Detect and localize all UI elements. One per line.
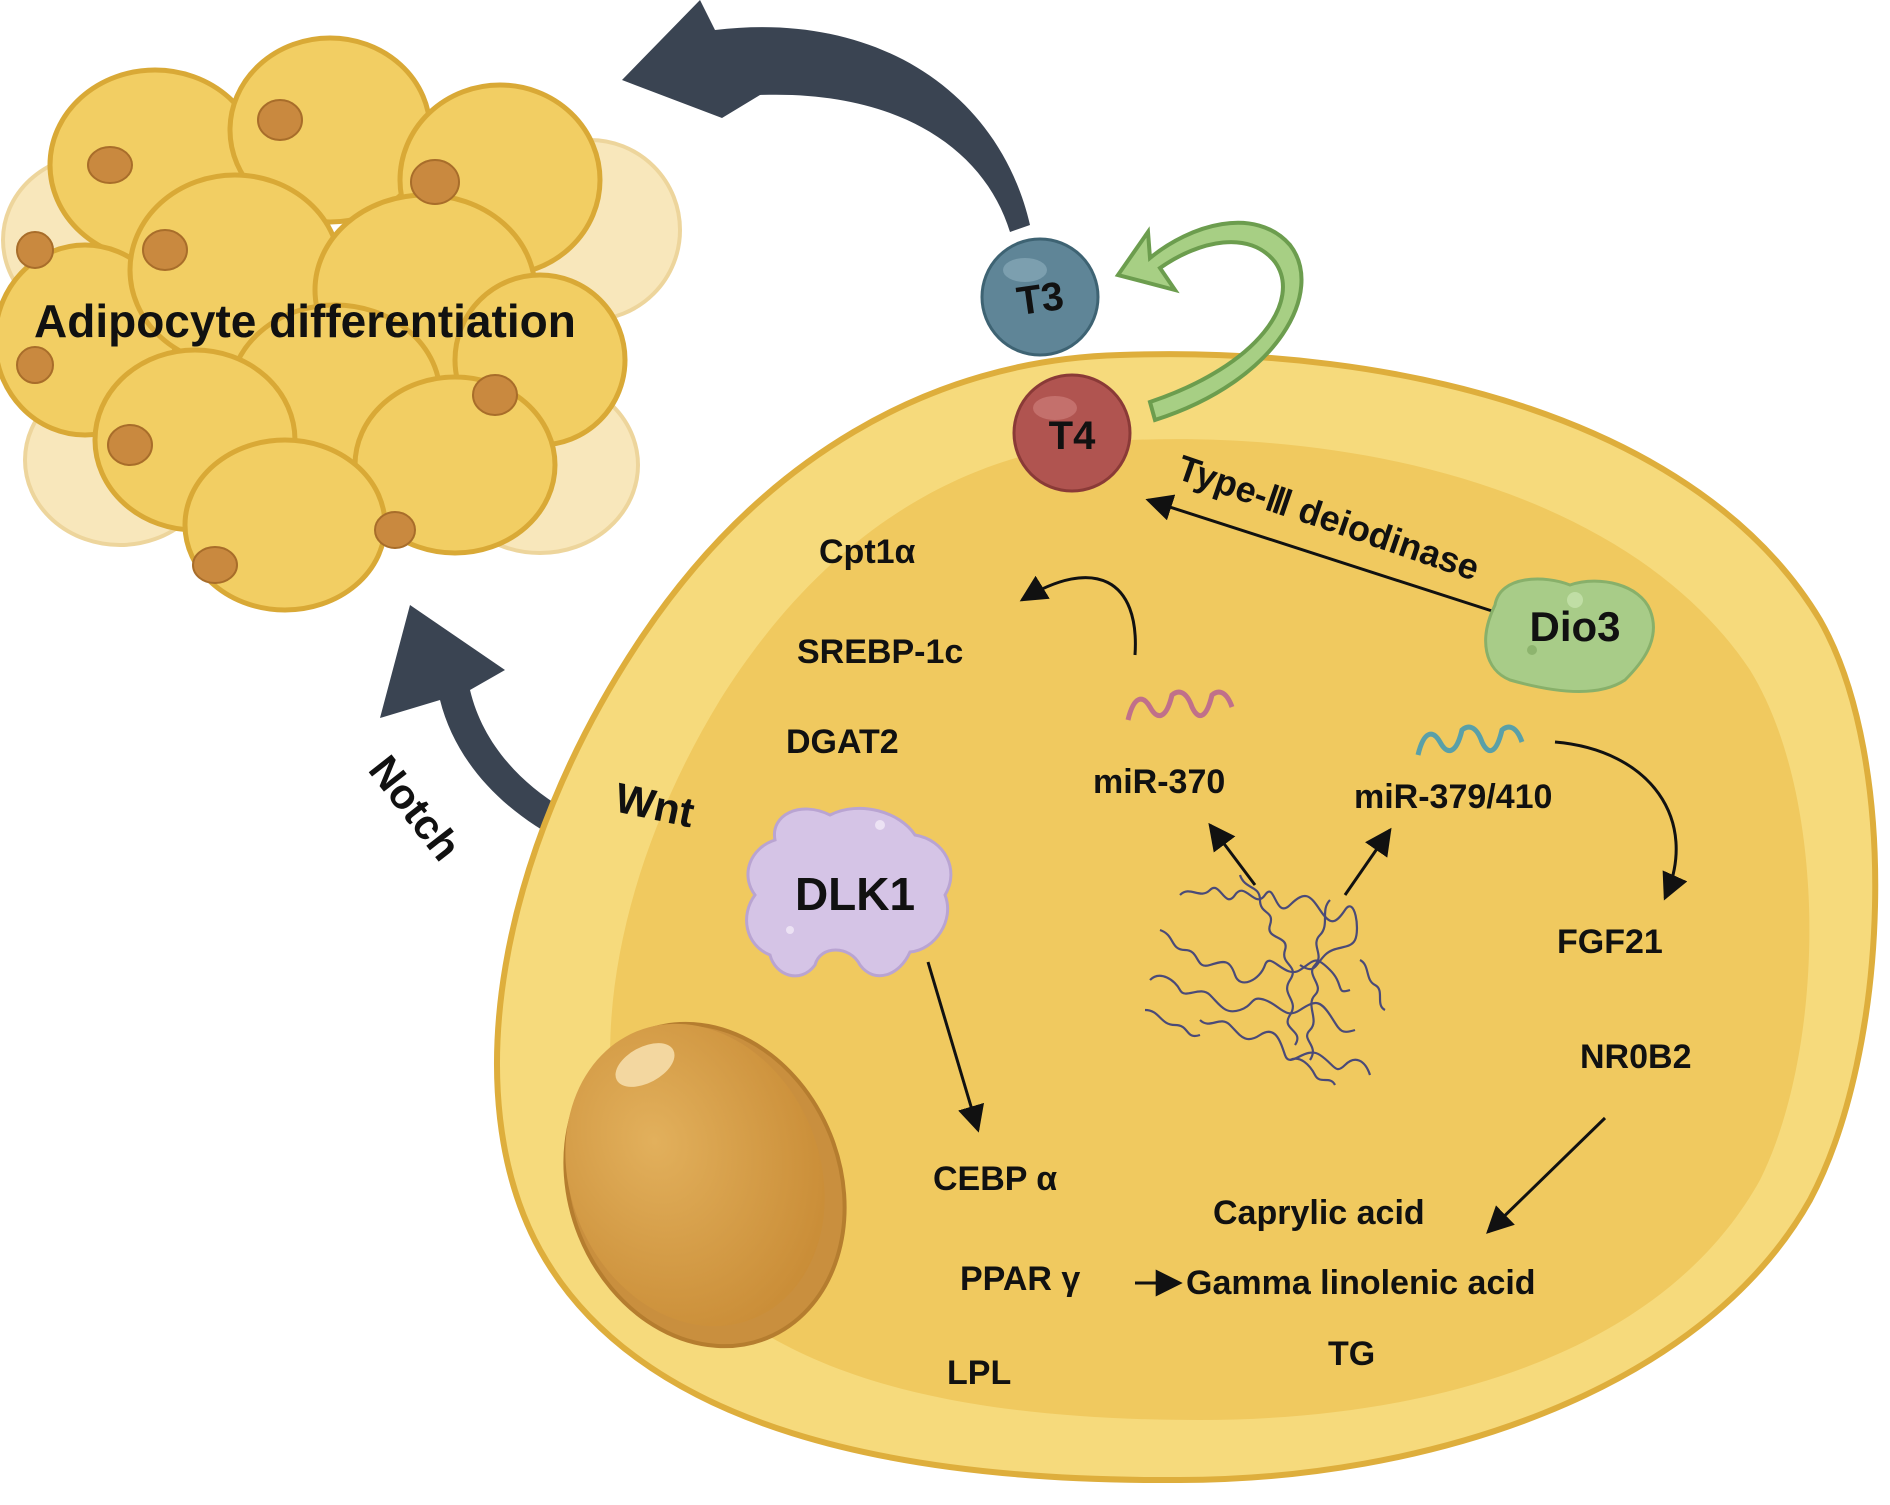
cpt1a-label: Cpt1α: [819, 533, 916, 571]
lpl-label: LPL: [947, 1354, 1011, 1392]
t4-ball: T4: [1012, 373, 1132, 493]
cell-cytoplasm: [610, 439, 1810, 1420]
dio3-to-t4-arrow: [1145, 494, 1521, 622]
chromatin-to-mir370-arrow: [1208, 822, 1257, 886]
dio3-blob: Dio3: [1484, 577, 1655, 694]
adipocyte-differentiation-label: Adipocyte differentiation: [34, 295, 576, 347]
gamma-linolenic-acid-label: Gamma linolenic acid: [1186, 1264, 1536, 1302]
mir370-wave: [1125, 689, 1235, 721]
ppar-gamma-label: PPAR γ: [960, 1260, 1080, 1298]
chromatin-to-mir379-arrow: [1343, 827, 1392, 896]
t4-label: T4: [1049, 414, 1096, 458]
mir379-wave: [1415, 724, 1525, 756]
t3-ball: T3: [980, 237, 1100, 357]
dlk1-to-adipocyte-arrow: [380, 605, 770, 879]
mir379-to-fgf21-arrow: [1554, 740, 1688, 901]
cebp-alpha-label: CEBP α: [933, 1160, 1057, 1198]
nr0b2-to-caprylic-arrow: [1486, 1116, 1607, 1234]
nucleus: [563, 1021, 847, 1349]
caprylic-acid-label: Caprylic acid: [1213, 1194, 1425, 1232]
nr0b2-label: NR0B2: [1580, 1038, 1691, 1076]
t3-to-adipocyte-arrow: [622, 0, 1030, 232]
notch-label: Notch: [360, 747, 470, 870]
dgat2-label: DGAT2: [786, 723, 899, 761]
mir379-410-label: miR-379/410: [1354, 778, 1552, 816]
chromatin-dna: [1144, 874, 1386, 1086]
dlk1-label: DLK1: [795, 868, 915, 920]
adipocyte-front-cells: [0, 35, 628, 613]
t3-label: T3: [1014, 274, 1066, 324]
cycle-arrow: [1114, 220, 1304, 423]
dio3-label: Dio3: [1529, 603, 1620, 650]
dlk1-to-cebp-arrow: [926, 961, 985, 1133]
srebp-1c-label: SREBP-1c: [797, 633, 963, 671]
mir370-label: miR-370: [1093, 763, 1225, 801]
dlk1-blob: DLK1: [745, 806, 953, 978]
fgf21-label: FGF21: [1557, 923, 1663, 961]
mir370-to-genes-arrow: [1019, 575, 1137, 656]
adipocyte-cluster: Adipocyte differentiation: [0, 35, 682, 613]
tg-label: TG: [1328, 1335, 1375, 1373]
adipocyte-nuclei: [16, 99, 518, 584]
main-cell: [494, 351, 1879, 1484]
